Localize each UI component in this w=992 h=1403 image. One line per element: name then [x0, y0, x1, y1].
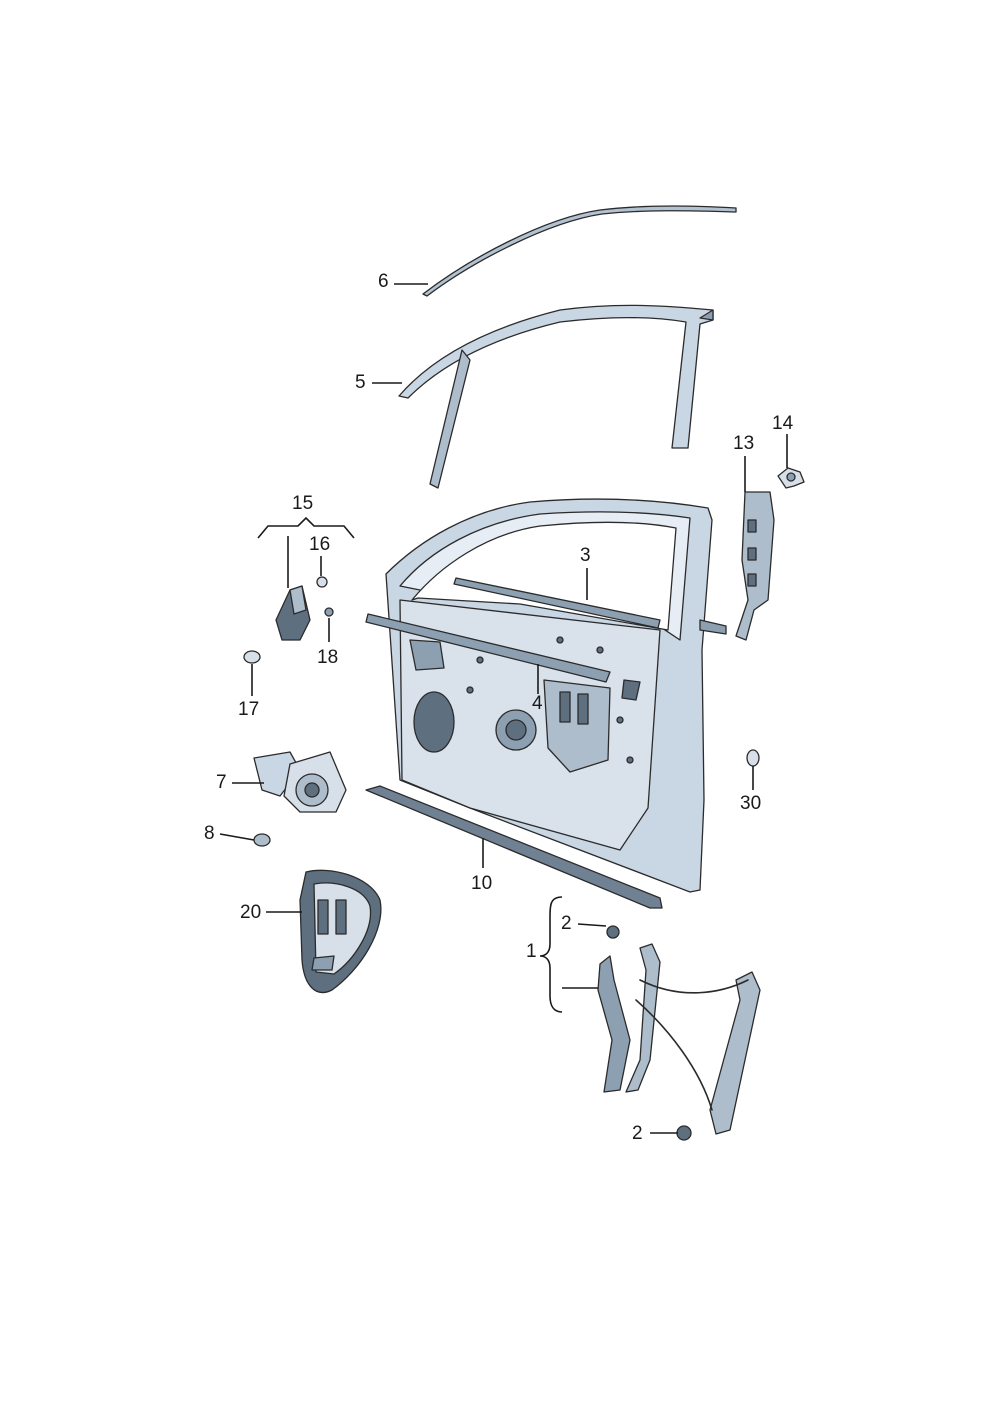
label-part-7: 7 [216, 772, 227, 793]
part-16-screw [316, 576, 328, 588]
part-15-mirror-mount [275, 585, 311, 641]
label-part-30: 30 [740, 793, 762, 814]
part-1-window-regulator [597, 943, 761, 1135]
label-part-1: 1 [526, 941, 537, 962]
part-8-bolt [253, 833, 271, 847]
part-3-inner-strip [453, 577, 661, 629]
part-17-clip [243, 650, 261, 664]
part-18-screw [324, 607, 334, 617]
part-13-guide-rail [735, 491, 775, 641]
part-10-sill-seal [365, 785, 663, 909]
part-4-outer-strip [365, 613, 611, 683]
part-2-nut-lower [676, 1125, 692, 1141]
label-part-5: 5 [355, 372, 366, 393]
label-part-8: 8 [204, 823, 215, 844]
label-part-17: 17 [238, 699, 260, 720]
part-20-cover [299, 869, 382, 993]
label-part-10: 10 [471, 873, 493, 894]
label-part-18: 18 [317, 647, 339, 668]
label-part-13: 13 [733, 433, 755, 454]
label-part-16: 16 [309, 534, 331, 555]
part-5-window-channel [398, 304, 714, 489]
label-part-14: 14 [772, 413, 794, 434]
part-30-plug [746, 749, 760, 767]
label-part-20: 20 [240, 902, 262, 923]
label-part-2-upper: 2 [561, 913, 572, 934]
label-part-2-lower: 2 [632, 1123, 643, 1144]
label-part-4: 4 [532, 693, 543, 714]
part-6-upper-seal [422, 205, 737, 297]
label-part-15: 15 [292, 493, 314, 514]
part-2-nut-upper [606, 925, 620, 939]
label-part-3: 3 [580, 545, 591, 566]
label-part-6: 6 [378, 271, 389, 292]
part-14-clip [777, 467, 805, 489]
part-7-motor [253, 751, 347, 813]
door-shell [385, 498, 727, 893]
leader-lines [219, 283, 788, 1134]
